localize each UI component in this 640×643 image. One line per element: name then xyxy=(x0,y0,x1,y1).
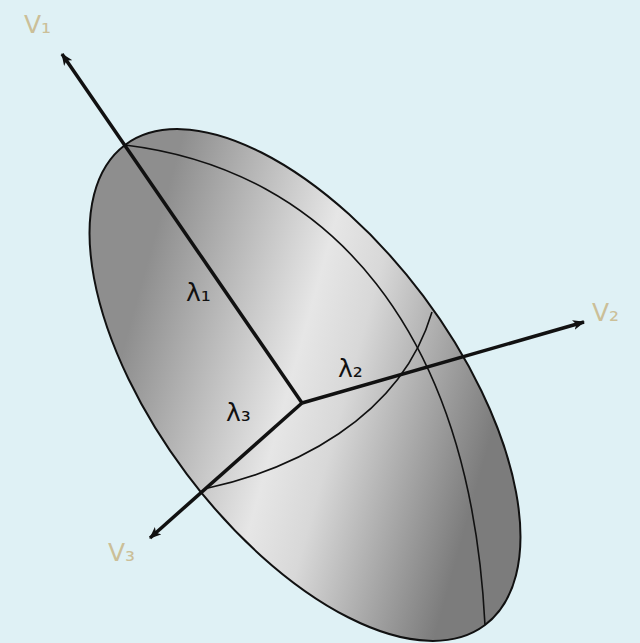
eigenvalue-label: λ₁ xyxy=(186,280,211,305)
eigenvector-axes xyxy=(62,54,584,538)
axis-name: V₁ xyxy=(24,12,51,37)
eigenvalue-label: λ₂ xyxy=(338,356,363,381)
ellipsoid-body xyxy=(7,56,604,643)
eigenvalue-label: λ₃ xyxy=(226,400,251,425)
axis-name: V₃ xyxy=(108,540,135,565)
axis-name: V₂ xyxy=(592,300,619,325)
